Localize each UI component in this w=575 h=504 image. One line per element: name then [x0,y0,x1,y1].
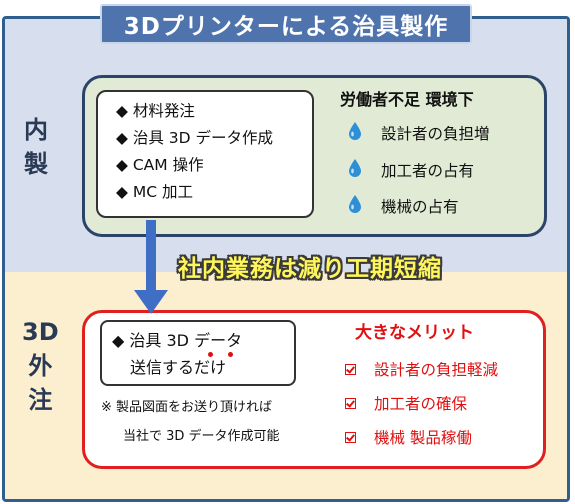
outsource-step-line-2-text: 送信するだけ [130,358,227,377]
merit-item-label: 機械 製品稼働 [374,429,472,447]
inhouse-step: ◆ CAM 操作 [116,156,204,174]
note-line-1: ※ 製品図面をお送り頂ければ [101,400,273,415]
outsource-step-line-2: 送信するだけ [112,352,294,381]
benefit-banner: 社内業務は減り工期短縮 [178,256,442,282]
labor-shortage-title: 労働者不足 環境下 [340,90,474,109]
inhouse-label-2: 製 [24,150,48,178]
inhouse-step: ◆ MC 加工 [116,183,193,201]
merit-item: 加工者の確保 [345,392,467,414]
checkbox-icon [345,397,356,409]
note-line-2: 当社で 3D データ作成可能 [123,429,280,444]
water-drop-icon [347,121,369,145]
labor-item-label: 設計者の負担増 [381,125,490,143]
outsource-steps-box: ◆ 治具 3D データ 送信するだけ [100,320,296,386]
inhouse-label: 内 製 [24,113,48,181]
merit-item-label: 加工者の確保 [374,395,468,413]
labor-item-label: 加工者の占有 [381,162,475,180]
flow-arrow-shaft [146,220,156,292]
checkbox-icon [345,363,356,375]
diagram-title: 3Dプリンターによる治具製作 [100,4,472,44]
merit-title: 大きなメリット [355,323,474,343]
merit-item: 機械 製品稼働 [345,426,472,448]
inhouse-steps-box: ◆ 材料発注 ◆ 治具 3D データ作成 ◆ CAM 操作 ◆ MC 加工 [96,90,314,218]
water-drop-icon [347,158,369,182]
merit-item: 設計者の負担軽減 [345,358,498,380]
labor-item: 設計者の負担増 [347,121,490,145]
inhouse-label-1: 内 [24,116,48,144]
labor-item: 加工者の占有 [347,158,474,182]
flow-arrow-head [134,290,168,314]
inhouse-step: ◆ 治具 3D データ作成 [116,129,273,147]
water-drop-icon [347,194,369,218]
outsource-label-1: 3D [22,318,59,346]
outsource-label-2: 外 [28,352,53,380]
outsource-label-3: 注 [28,386,53,414]
checkbox-icon [345,431,356,443]
emphasis-dot [208,352,213,357]
outsource-label: 3D 外 注 [22,315,59,417]
inhouse-step: ◆ 材料発注 [116,102,195,120]
labor-item: 機械の占有 [347,194,459,218]
outsource-step-line-1: ◆ 治具 3D データ [112,331,243,350]
emphasis-dot [228,352,233,357]
labor-item-label: 機械の占有 [381,198,459,216]
merit-item-label: 設計者の負担軽減 [374,361,499,379]
